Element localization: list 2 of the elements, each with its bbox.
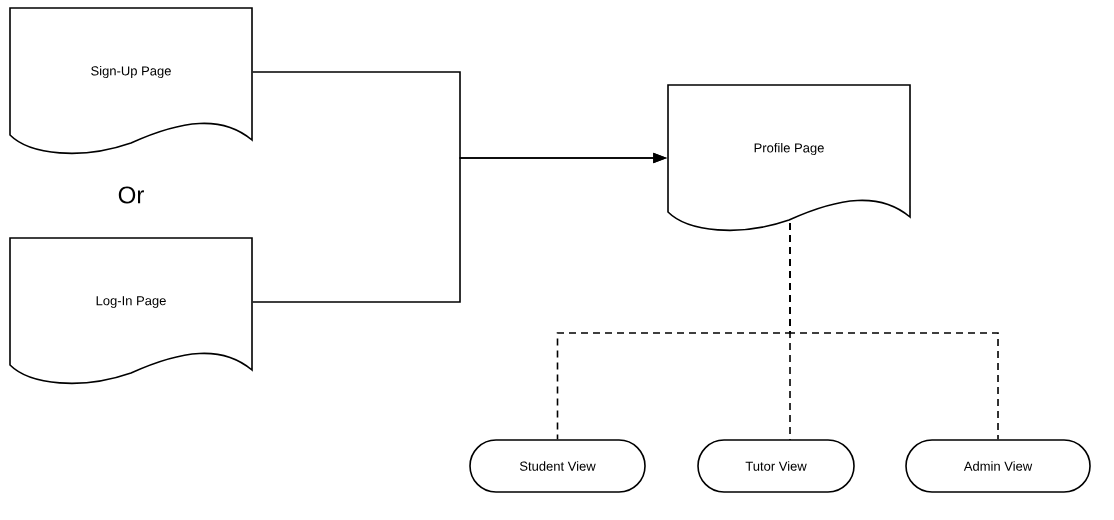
or-label: Or [118, 186, 144, 204]
connector [789, 222, 999, 440]
